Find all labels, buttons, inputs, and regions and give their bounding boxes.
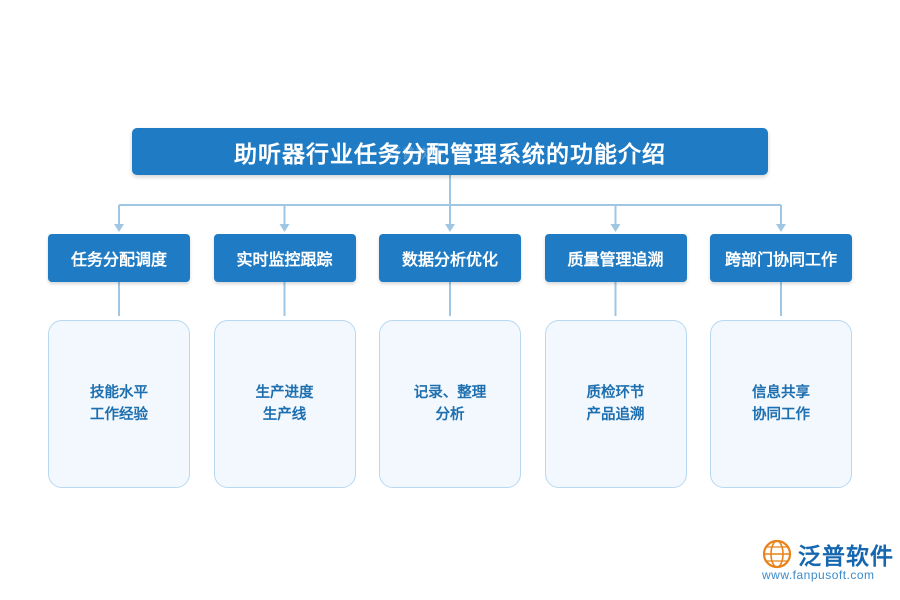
column-body-1-line-1: 技能水平 (90, 385, 148, 401)
page-title: 助听器行业任务分配管理系统的功能介绍 (132, 128, 768, 175)
column-body-4: 质检环节 产品追溯 (544, 320, 687, 488)
column-body-5-line-2: 协同工作 (752, 407, 810, 423)
column-body-3-line-1: 记录、整理 (413, 385, 487, 401)
column-body-1: 技能水平 工作经验 (48, 320, 190, 488)
column-body-2-line-2: 生产线 (262, 407, 307, 423)
column-header-1-label: 任务分配调度 (70, 252, 167, 269)
column-header-5-label: 跨部门协同工作 (724, 252, 837, 269)
column-body-4-line-1: 质检环节 (586, 385, 645, 401)
diagram-column-5: 跨部门协同工作 信息共享 协同工作 (710, 234, 852, 488)
page-title-text: 助听器行业任务分配管理系统的功能介绍 (234, 140, 666, 167)
column-body-2: 生产进度 生产线 (213, 320, 356, 488)
column-header-5[interactable]: 跨部门协同工作 (710, 234, 852, 282)
brand-url: www.fanpusoft.com (762, 568, 875, 582)
column-body-4-line-2: 产品追溯 (586, 407, 645, 423)
column-body-3: 记录、整理 分析 (379, 320, 521, 488)
diagram-column-3: 数据分析优化 记录、整理 分析 (379, 234, 521, 488)
column-header-2-label: 实时监控跟踪 (236, 252, 333, 269)
column-header-2[interactable]: 实时监控跟踪 (213, 234, 356, 282)
diagram-column-4: 质量管理追溯 质检环节 产品追溯 (544, 234, 687, 488)
column-body-5-line-1: 信息共享 (752, 385, 810, 401)
brand-name: 泛普软件 (798, 543, 894, 569)
column-body-1-line-2: 工作经验 (90, 407, 148, 423)
column-header-3[interactable]: 数据分析优化 (379, 234, 521, 282)
diagram-column-1: 任务分配调度 技能水平 工作经验 (48, 234, 190, 488)
column-body-5: 信息共享 协同工作 (710, 320, 852, 488)
column-body-2-line-1: 生产进度 (255, 385, 314, 401)
brand-logo: 泛普软件 www.fanpusoft.com (762, 537, 893, 585)
watermark-text: 泛普软件 (388, 146, 445, 161)
globe-icon (762, 539, 792, 569)
column-header-4[interactable]: 质量管理追溯 (544, 234, 687, 282)
diagram-column-2: 实时监控跟踪 生产进度 生产线 (213, 234, 356, 488)
column-header-4-label: 质量管理追溯 (567, 252, 664, 269)
column-body-3-line-2: 分析 (435, 407, 465, 423)
column-header-3-label: 数据分析优化 (401, 252, 498, 269)
column-header-1[interactable]: 任务分配调度 (48, 234, 190, 282)
